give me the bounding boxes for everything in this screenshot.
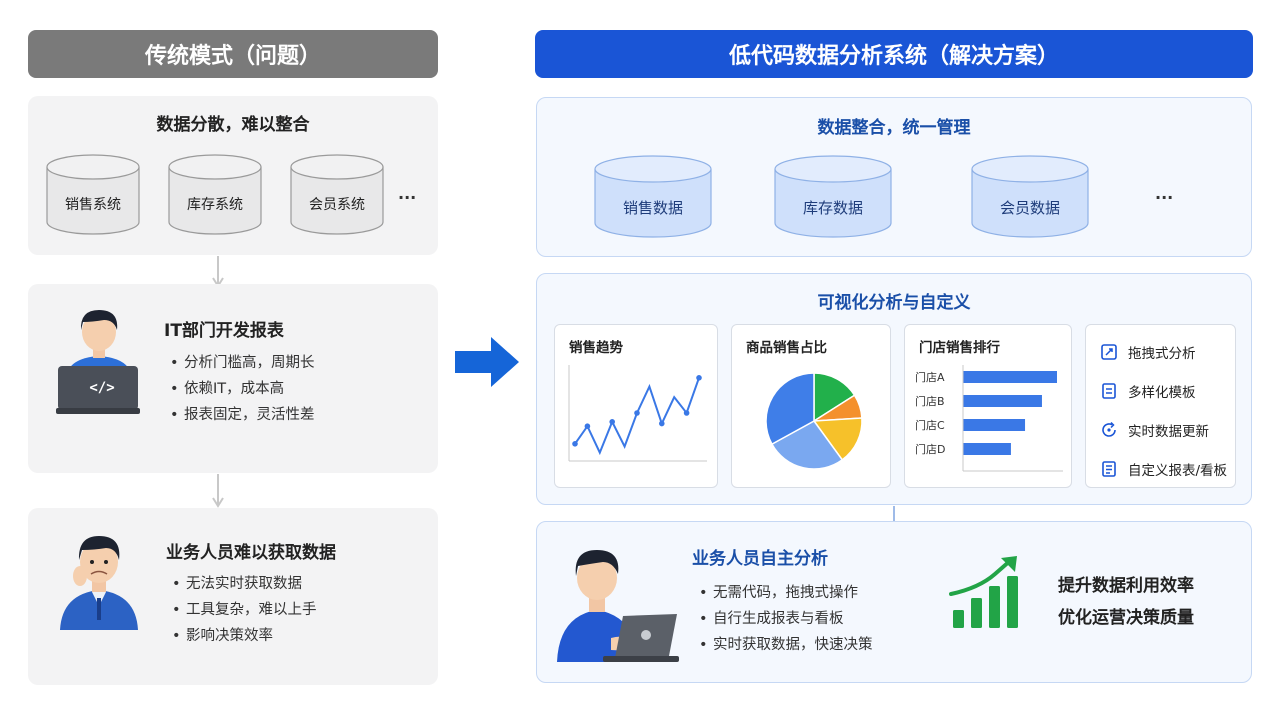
sales-trend-point — [659, 420, 665, 427]
left-header: 传统模式（问题） — [28, 30, 438, 78]
sales-trend-point — [572, 441, 578, 447]
bullet-item: 依赖IT，成本高 — [170, 376, 315, 402]
member-system-label: 会员系统 — [309, 197, 365, 213]
benefit-line: 提升数据利用效率 — [1058, 576, 1194, 596]
product-share-card: 商品销售占比 — [731, 324, 891, 488]
inventory-system-cylinder: 库存系统 — [168, 154, 262, 236]
store-ranking-chart: 门店A 门店B 门店C 门店D — [915, 365, 1063, 472]
database-icon — [774, 155, 892, 238]
bullet-item: 报表固定，灵活性差 — [170, 402, 315, 428]
store-bar — [963, 443, 1011, 455]
store-bar — [963, 395, 1042, 407]
developer-person-icon — [56, 310, 140, 414]
bullet-item: 无法实时获取数据 — [172, 571, 317, 597]
worried-person-icon — [60, 536, 138, 630]
left-section-it-reports: </> IT部门开发报表 分析门槛高，周期长 依赖IT，成本高 报表固定，灵活性… — [28, 284, 438, 473]
sales-trend-point — [609, 419, 615, 425]
pie-slice — [770, 420, 844, 470]
member-data-label: 会员数据 — [999, 199, 1060, 217]
cylinder-icon — [168, 154, 262, 235]
sales-trend-point — [683, 410, 690, 416]
right-section-data-integration: 数据整合，统一管理 销售数据 库存数据 会员数据 ··· — [536, 97, 1252, 257]
inventory-data-label: 库存数据 — [802, 199, 863, 217]
bullet-item: 工具复杂，难以上手 — [172, 597, 317, 623]
features-card: 拖拽式分析 多样化模板 实时数据更新 自定义报表/看板 — [1085, 324, 1236, 488]
feature-realtime: 实时数据更新 — [1100, 420, 1209, 440]
pie-slice — [765, 372, 815, 446]
left-section-business-users: 业务人员难以获取数据 无法实时获取数据 工具复杂，难以上手 影响决策效率 — [28, 508, 438, 685]
refresh-icon — [1102, 421, 1116, 437]
feature-drag-analysis: 拖拽式分析 — [1100, 342, 1196, 362]
database-icon — [594, 155, 712, 238]
cylinder-icon — [46, 154, 140, 235]
pie-slice — [813, 372, 856, 423]
store-bar — [963, 371, 1057, 383]
analyst-with-laptop-icon — [557, 550, 679, 662]
inventory-system-label: 库存系统 — [187, 197, 243, 213]
bullet-item: 影响决策效率 — [172, 623, 317, 649]
bullet-item: 实时获取数据，快速决策 — [699, 632, 873, 658]
bar-category-label: 门店D — [915, 442, 945, 456]
sales-system-label: 销售系统 — [65, 197, 121, 213]
sales-system-cylinder: 销售系统 — [46, 154, 140, 236]
cylinder-icon — [290, 154, 384, 235]
right-section3-bullets: 无需代码，拖拽式操作 自行生成报表与看板 实时获取数据，快速决策 — [699, 580, 873, 658]
feature-label: 自定义报表/看板 — [1128, 463, 1228, 479]
left-section-data-scattered: 数据分散，难以整合 销售系统 库存系统 会员系统 ··· — [28, 96, 438, 255]
feature-label: 拖拽式分析 — [1128, 346, 1196, 362]
template-icon — [1102, 383, 1116, 399]
bar-category-label: 门店A — [915, 370, 945, 384]
feature-templates: 多样化模板 — [1100, 381, 1196, 401]
store-bar — [963, 419, 1026, 431]
benefit-line: 优化运营决策质量 — [1058, 608, 1194, 628]
right-section-self-service: 业务人员自主分析 无需代码，拖拽式操作 自行生成报表与看板 实时获取数据，快速决… — [536, 521, 1252, 683]
bullet-item: 分析门槛高，周期长 — [170, 350, 315, 376]
bar-category-label: 门店C — [915, 418, 945, 432]
left-section1-title: 数据分散，难以整合 — [156, 115, 310, 135]
bullet-item: 自行生成报表与看板 — [699, 606, 873, 632]
product-share-chart — [765, 372, 863, 470]
sales-trend-point — [584, 423, 591, 429]
feature-label: 多样化模板 — [1128, 385, 1196, 401]
growth-chart-icon — [949, 556, 1018, 628]
feature-label: 实时数据更新 — [1128, 424, 1209, 440]
feature-custom-dashboard: 自定义报表/看板 — [1100, 459, 1227, 479]
sales-trend-title: 销售趋势 — [569, 340, 623, 356]
benefits-text: 提升数据利用效率 优化运营决策质量 — [1058, 570, 1194, 634]
store-ranking-title: 门店销售排行 — [919, 340, 1000, 356]
sales-data-label: 销售数据 — [622, 199, 683, 217]
sales-trend-card: 销售趋势 — [554, 324, 718, 488]
right-arrow-icon — [455, 337, 519, 387]
right-header: 低代码数据分析系统（解决方案） — [535, 30, 1253, 78]
report-icon — [1102, 461, 1116, 477]
store-ranking-card: 门店销售排行 门店A 门店B 门店C 门店D — [904, 324, 1072, 488]
left-section2-bullets: 分析门槛高，周期长 依赖IT，成本高 报表固定，灵活性差 — [170, 350, 315, 428]
sales-trend-point — [696, 375, 702, 381]
product-share-title: 商品销售占比 — [746, 340, 827, 356]
bullet-item: 无需代码，拖拽式操作 — [699, 580, 873, 606]
database-icon — [971, 155, 1089, 238]
member-data-cylinder: 会员数据 — [971, 155, 1089, 239]
pie-slice — [812, 417, 863, 461]
more-ellipsis: ··· — [398, 188, 417, 207]
right-section2-title: 可视化分析与自定义 — [817, 293, 971, 313]
down-arrow-icon — [212, 474, 224, 508]
left-section3-title: 业务人员难以获取数据 — [166, 543, 336, 563]
right-section3-title: 业务人员自主分析 — [692, 549, 828, 569]
drag-analysis-icon — [1101, 344, 1117, 360]
sales-trend-point — [634, 410, 640, 416]
left-section3-bullets: 无法实时获取数据 工具复杂，难以上手 影响决策效率 — [172, 571, 317, 649]
bar-category-label: 门店B — [915, 394, 945, 408]
sales-trend-chart — [568, 365, 707, 462]
right-section1-title: 数据整合，统一管理 — [817, 118, 971, 138]
laptop-code-symbol: </> — [89, 380, 115, 396]
inventory-data-cylinder: 库存数据 — [774, 155, 892, 239]
more-ellipsis: ··· — [1155, 188, 1174, 207]
member-system-cylinder: 会员系统 — [290, 154, 384, 236]
sales-data-cylinder: 销售数据 — [594, 155, 712, 239]
left-section2-title: IT部门开发报表 — [164, 321, 284, 341]
